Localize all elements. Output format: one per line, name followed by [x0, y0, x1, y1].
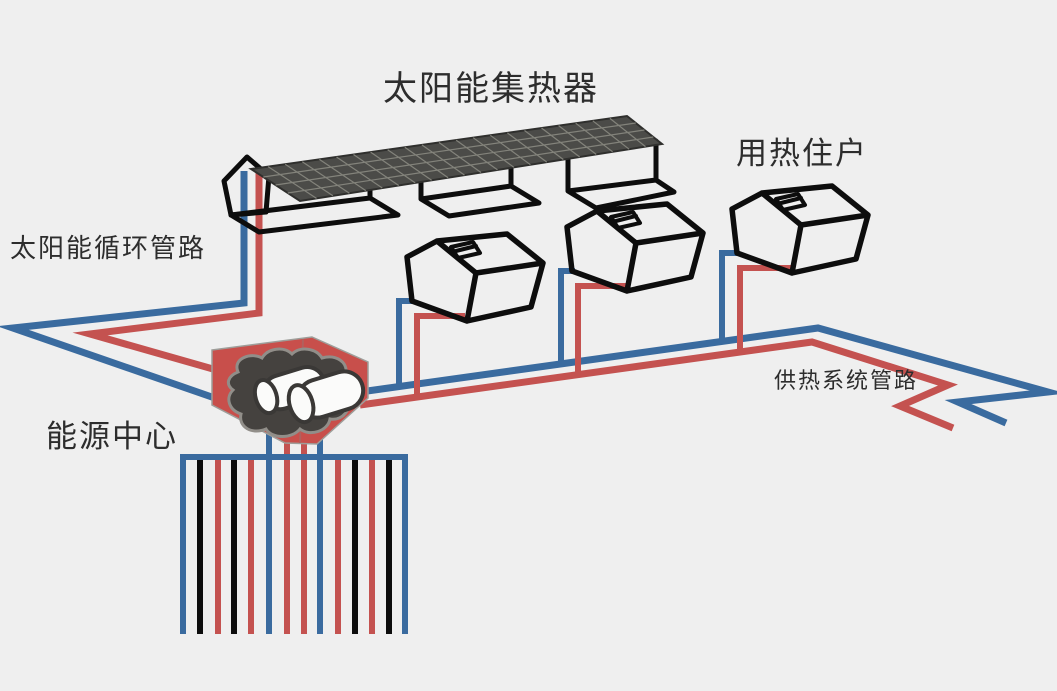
- label-energy-center: 能源中心: [46, 419, 178, 455]
- house-2: [564, 201, 706, 294]
- heating-main-blue-pipe: [359, 324, 1057, 427]
- house2-blue-branch: [558, 268, 575, 365]
- energy-center-box: [211, 336, 369, 445]
- house-skylight: [449, 240, 482, 260]
- house3-blue-branch: [719, 250, 739, 342]
- borehole-field: [180, 434, 408, 634]
- support-gable-end: [221, 154, 272, 218]
- house-outline: [729, 183, 871, 276]
- house-skylight: [609, 210, 642, 230]
- house1-blue-branch: [396, 298, 414, 388]
- label-solar-collector: 太阳能集热器: [383, 69, 599, 109]
- houses: [404, 183, 871, 324]
- house-skylight: [774, 192, 807, 212]
- collector-panel-grid: [263, 117, 654, 199]
- house-3: [729, 183, 871, 276]
- label-heat-users: 用热住户: [736, 136, 868, 172]
- support-bay2-frame: [418, 153, 542, 219]
- storage-tank-right: [286, 369, 366, 425]
- house1-red-branch: [414, 313, 465, 400]
- house-1: [404, 231, 546, 324]
- label-heating-system-pipeline: 供热系统管路: [774, 369, 919, 394]
- solar-collector-panel: [248, 114, 665, 203]
- solar-loop-red-pipe: [72, 173, 263, 379]
- house-outline: [404, 231, 546, 324]
- heating-main-red-pipe: [359, 338, 958, 432]
- label-solar-loop-pipeline: 太阳能循环管路: [10, 234, 207, 264]
- support-bay3-frame: [565, 138, 677, 211]
- solar-loop-blue-pipe: [0, 171, 248, 408]
- heating-main-pipes: [359, 324, 1057, 432]
- house-outline: [564, 201, 706, 294]
- solar-loop-pipes: [0, 171, 263, 408]
